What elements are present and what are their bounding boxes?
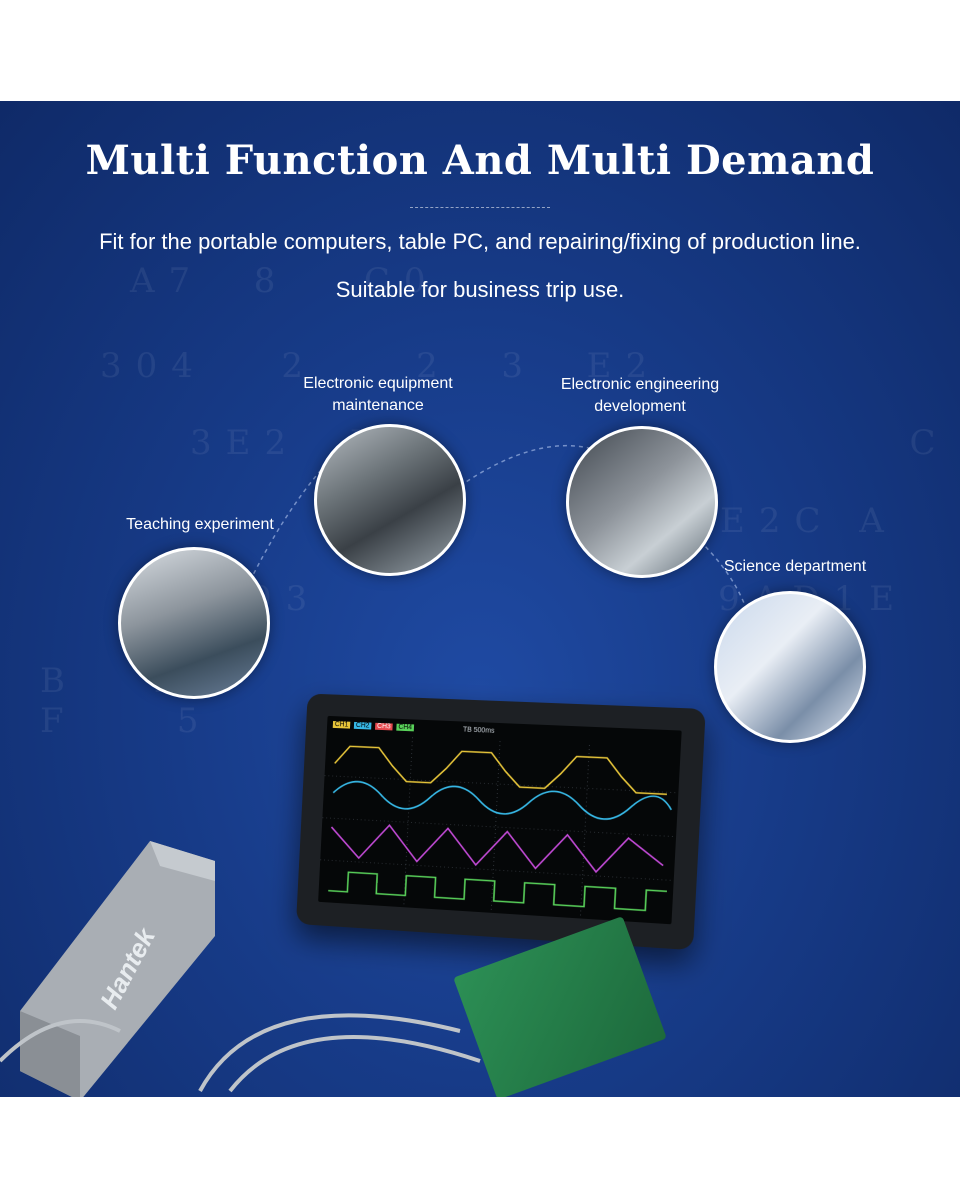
caption-engineering-line2: development <box>594 398 686 415</box>
tablet: CH1 CH2 CH3 CH4 TB 500ms <box>296 693 706 951</box>
subtitle-line-2: Suitable for business trip use. <box>335 277 625 302</box>
bg-decoration: 3E2 E C <box>190 423 950 463</box>
hantek-device: Hantek <box>20 841 215 1097</box>
bg-decoration: 304 2 2 3 E2 <box>100 346 662 386</box>
oscilloscope-screen: CH1 CH2 CH3 CH4 TB 500ms <box>318 715 682 925</box>
title-divider <box>410 207 550 208</box>
science-photo <box>714 591 866 743</box>
teaching-photo <box>118 547 270 699</box>
bg-decoration: E2C A <box>720 501 898 541</box>
caption-engineering-line1: Electronic engineering <box>560 376 720 393</box>
waveform-display <box>318 734 681 925</box>
caption-teaching: Teaching experiment <box>126 516 274 533</box>
subtitle-line-1: Fit for the portable computers, table PC… <box>99 229 861 254</box>
probe-cables <box>0 1013 481 1093</box>
engineering-photo <box>566 426 718 578</box>
bg-decoration: F 5 <box>40 701 213 741</box>
bg-decoration: A7 8 C0 <box>130 261 440 301</box>
banner: A7 8 C0 304 2 2 3 E2 3E2 E C 93 9AD1E E2… <box>0 101 960 1097</box>
page-title: Multi Function And Multi Demand <box>85 137 875 184</box>
caption-science: Science department <box>723 558 867 575</box>
maintenance-photo <box>314 424 466 576</box>
caption-maintenance-line1: Electronic equipment <box>303 375 453 392</box>
caption-maintenance-line2: maintenance <box>332 397 424 414</box>
